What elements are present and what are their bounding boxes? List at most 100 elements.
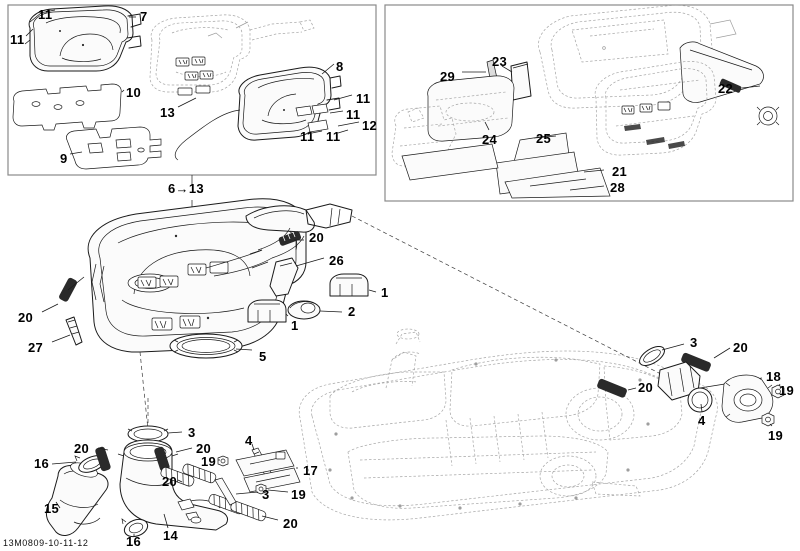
callout-main-16a: 16 — [34, 456, 50, 471]
callout-main-19b: 19 — [768, 428, 784, 443]
part-4-oring-right — [687, 387, 713, 413]
callout-13: 13 — [160, 105, 176, 120]
callout-21: 21 — [612, 164, 628, 179]
leader-8 — [321, 63, 335, 75]
leader-1a — [368, 289, 377, 293]
right-ghost-muffler — [594, 60, 780, 156]
callout-9: 9 — [60, 151, 68, 166]
part-20-springs-lower — [160, 463, 267, 522]
inset-tl-artwork — [12, 5, 360, 170]
callout-8: 8 — [336, 59, 344, 74]
leader-27 — [51, 334, 71, 343]
leader-23 — [501, 65, 513, 73]
callout-12: 12 — [362, 118, 378, 133]
diagram-code: 13M0809-10-11-12 — [3, 538, 89, 548]
leader-16-a — [51, 461, 77, 465]
leader-19-b — [769, 423, 773, 427]
callout-main-20c: 20 — [638, 380, 654, 395]
callout-main-1b: 1 — [291, 318, 299, 333]
leader-2 — [319, 310, 343, 313]
part-20-tube-clamps — [95, 446, 170, 472]
leader-19-a — [778, 383, 781, 387]
callout-main-18: 18 — [766, 369, 782, 384]
part-27-screw — [65, 316, 83, 346]
leader-20-g — [261, 515, 279, 521]
leader-13 — [177, 97, 197, 108]
callout-main-19a: 19 — [779, 383, 795, 398]
panel-link-label: 6→13 — [168, 181, 204, 196]
part-19-nut-a — [771, 384, 785, 399]
callout-main-4r: 4 — [698, 413, 706, 428]
part-20-clamp-r1 — [681, 352, 711, 372]
callout-25: 25 — [536, 131, 552, 146]
callout-main-20f: 20 — [162, 474, 178, 489]
callout-29: 29 — [440, 69, 456, 84]
leader-19-d — [267, 489, 289, 493]
callout-main-3b: 3 — [262, 487, 270, 502]
leader-3-tube — [167, 431, 183, 434]
callout-11c: 11 — [356, 91, 371, 106]
ghost-clamps — [624, 124, 685, 149]
leader-21 — [583, 169, 605, 173]
callout-main-3a: 3 — [188, 425, 196, 440]
leader-14 — [163, 513, 169, 529]
callout-main-19d: 19 — [291, 487, 307, 502]
leader-25 — [533, 135, 557, 139]
callout-7: 7 — [140, 9, 148, 24]
part-19-nut-c — [217, 455, 229, 467]
left-ghost-fender — [391, 105, 499, 181]
leader-1b — [285, 313, 289, 317]
callout-main-1a: 1 — [381, 285, 389, 300]
part-1-mount-b — [247, 299, 287, 323]
callout-23: 23 — [492, 54, 508, 69]
leader-20-r1 — [713, 347, 731, 359]
callout-main-20e: 20 — [196, 441, 212, 456]
leader-20-d — [97, 447, 109, 451]
callout-10: 10 — [126, 85, 142, 100]
part-17-bracket — [235, 449, 301, 493]
inset-tr-artwork — [391, 4, 780, 199]
part-26-mount — [269, 257, 299, 297]
part-23-deflector — [510, 61, 532, 101]
inset-panel-top-right — [384, 4, 794, 202]
leader-20-f — [177, 479, 183, 483]
callout-11e: 11 — [300, 129, 315, 144]
leader-28 — [569, 185, 605, 191]
leader-26 — [295, 257, 325, 267]
leader-20-r2 — [627, 387, 637, 391]
part-6-13-airbox-ghost — [149, 14, 315, 96]
callout-11b: 11 — [10, 32, 25, 47]
part-28-shield — [504, 167, 611, 199]
leader-20-left — [41, 303, 59, 313]
part-10-insulation-panel — [12, 83, 122, 131]
leader-4-right — [700, 403, 703, 413]
part-8-airbox-lower — [237, 66, 342, 141]
callout-main-20r: 20 — [733, 340, 749, 355]
part-3-right-seal — [639, 345, 665, 367]
callout-11d: 11 — [346, 107, 361, 122]
callout-11f: 11 — [326, 129, 341, 144]
callout-main-19c: 19 — [201, 454, 217, 469]
callout-main-17: 17 — [303, 463, 319, 478]
part-18-boot — [657, 361, 701, 401]
vent-hose — [174, 109, 241, 161]
callout-main-20b: 20 — [18, 310, 34, 325]
ghost-coil-fastener — [719, 78, 780, 126]
leader-5 — [235, 348, 253, 351]
callout-main-27: 27 — [28, 340, 44, 355]
part-20-clamp-r2 — [597, 378, 627, 398]
leader-3-right — [661, 343, 685, 351]
callout-28: 28 — [610, 180, 626, 195]
callout-main-4b: 4 — [245, 433, 253, 448]
duct-to-right-axis — [351, 215, 701, 395]
part-9-gasket — [66, 126, 162, 170]
main-artwork — [41, 198, 785, 538]
part-3-rod-lower — [214, 477, 237, 506]
callout-main-15: 15 — [44, 501, 60, 516]
leader-15 — [55, 501, 61, 509]
part-19-nut-b — [761, 412, 775, 427]
callout-main-2: 2 — [348, 304, 356, 319]
callout-main-20a: 20 — [309, 230, 325, 245]
